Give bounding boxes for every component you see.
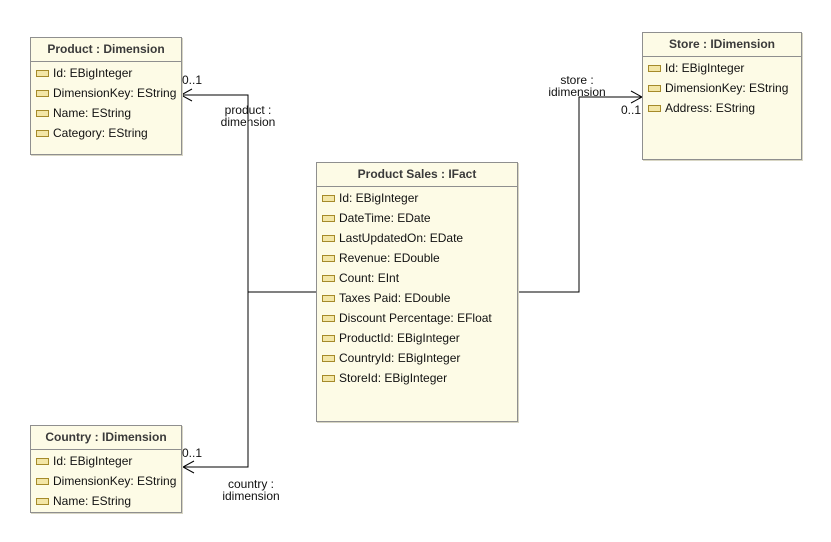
attribute-icon	[648, 104, 661, 112]
attribute-list: Id: EBigInteger DimensionKey: EString Na…	[31, 62, 181, 143]
attribute-row[interactable]: LastUpdatedOn: EDate	[317, 228, 517, 248]
class-title: Store : IDimension	[643, 33, 801, 57]
attribute-label: Name: EString	[53, 494, 132, 508]
country-role-label: country : idimension	[216, 478, 286, 502]
attribute-row[interactable]: Address: EString	[643, 98, 801, 118]
attribute-row[interactable]: DimensionKey: EString	[31, 83, 181, 103]
country-association-arrowhead	[181, 460, 195, 474]
attribute-icon	[322, 294, 335, 302]
attribute-label: Id: EBigInteger	[339, 191, 419, 205]
attribute-label: Count: EInt	[339, 271, 400, 285]
attribute-label: Discount Percentage: EFloat	[339, 311, 492, 325]
attribute-label: Revenue: EDouble	[339, 251, 440, 265]
product-role-line-1: product :	[224, 103, 272, 117]
store-role-label: store : idimension	[543, 74, 611, 98]
attribute-row[interactable]: Discount Percentage: EFloat	[317, 308, 517, 328]
attribute-label: StoreId: EBigInteger	[339, 371, 448, 385]
attribute-label: Taxes Paid: EDouble	[339, 291, 451, 305]
attribute-row[interactable]: Taxes Paid: EDouble	[317, 288, 517, 308]
attribute-icon	[36, 129, 49, 137]
attribute-row[interactable]: Revenue: EDouble	[317, 248, 517, 268]
store-multiplicity-label: 0..1	[621, 103, 642, 117]
attribute-label: LastUpdatedOn: EDate	[339, 231, 464, 245]
attribute-row[interactable]: DimensionKey: EString	[31, 471, 181, 491]
class-title: Country : IDimension	[31, 426, 181, 450]
product-role-line-2: dimension	[220, 115, 276, 129]
attribute-list: Id: EBigInteger DimensionKey: EString Ad…	[643, 57, 801, 118]
country-multiplicity-label: 0..1	[182, 446, 203, 460]
store-association-line[interactable]	[517, 96, 642, 293]
product-association-line[interactable]	[181, 94, 317, 293]
attribute-icon	[322, 194, 335, 202]
attribute-row[interactable]: DimensionKey: EString	[643, 78, 801, 98]
attribute-row[interactable]: Count: EInt	[317, 268, 517, 288]
attribute-icon	[36, 497, 49, 505]
attribute-label: DimensionKey: EString	[665, 81, 789, 95]
attribute-row[interactable]: DateTime: EDate	[317, 208, 517, 228]
country-idimension-class[interactable]: Country : IDimension Id: EBigInteger Dim…	[30, 425, 182, 513]
attribute-list: Id: EBigInteger DateTime: EDate LastUpda…	[317, 187, 517, 388]
attribute-icon	[36, 457, 49, 465]
attribute-row[interactable]: Name: EString	[31, 103, 181, 123]
attribute-icon	[322, 254, 335, 262]
country-role-line-2: idimension	[222, 489, 280, 503]
attribute-label: Id: EBigInteger	[665, 61, 745, 75]
product-dimension-class[interactable]: Product : Dimension Id: EBigInteger Dime…	[30, 37, 182, 155]
attribute-label: Id: EBigInteger	[53, 66, 133, 80]
attribute-icon	[322, 234, 335, 242]
attribute-label: Name: EString	[53, 106, 132, 120]
class-title: Product : Dimension	[31, 38, 181, 62]
attribute-label: DimensionKey: EString	[53, 474, 177, 488]
attribute-row[interactable]: Name: EString	[31, 491, 181, 511]
attribute-label: ProductId: EBigInteger	[339, 331, 460, 345]
product-role-label: product : dimension	[214, 104, 282, 128]
attribute-icon	[322, 274, 335, 282]
attribute-row[interactable]: StoreId: EBigInteger	[317, 368, 517, 388]
attribute-icon	[322, 334, 335, 342]
attribute-label: Category: EString	[53, 126, 148, 140]
attribute-label: Address: EString	[665, 101, 756, 115]
attribute-row[interactable]: Id: EBigInteger	[31, 63, 181, 83]
attribute-icon	[322, 354, 335, 362]
store-role-line-2: idimension	[548, 85, 606, 99]
attribute-row[interactable]: Id: EBigInteger	[317, 188, 517, 208]
attribute-icon	[322, 214, 335, 222]
attribute-row[interactable]: CountryId: EBigInteger	[317, 348, 517, 368]
attribute-icon	[36, 69, 49, 77]
store-role-line-1: store :	[560, 73, 594, 87]
attribute-icon	[36, 89, 49, 97]
attribute-label: DateTime: EDate	[339, 211, 431, 225]
attribute-label: CountryId: EBigInteger	[339, 351, 461, 365]
attribute-icon	[36, 109, 49, 117]
attribute-row[interactable]: Id: EBigInteger	[643, 58, 801, 78]
attribute-list: Id: EBigInteger DimensionKey: EString Na…	[31, 450, 181, 511]
attribute-label: Id: EBigInteger	[53, 454, 133, 468]
attribute-row[interactable]: Category: EString	[31, 123, 181, 143]
attribute-icon	[322, 314, 335, 322]
attribute-icon	[36, 477, 49, 485]
store-idimension-class[interactable]: Store : IDimension Id: EBigInteger Dimen…	[642, 32, 802, 160]
attribute-row[interactable]: Id: EBigInteger	[31, 451, 181, 471]
class-title: Product Sales : IFact	[317, 163, 517, 187]
product-multiplicity-label: 0..1	[182, 73, 203, 87]
country-role-line-1: country :	[227, 477, 275, 491]
attribute-icon	[648, 84, 661, 92]
attribute-row[interactable]: ProductId: EBigInteger	[317, 328, 517, 348]
country-association-line[interactable]	[183, 292, 249, 468]
attribute-icon	[322, 374, 335, 382]
attribute-icon	[648, 64, 661, 72]
attribute-label: DimensionKey: EString	[53, 86, 177, 100]
product-sales-ifact-class[interactable]: Product Sales : IFact Id: EBigInteger Da…	[316, 162, 518, 422]
